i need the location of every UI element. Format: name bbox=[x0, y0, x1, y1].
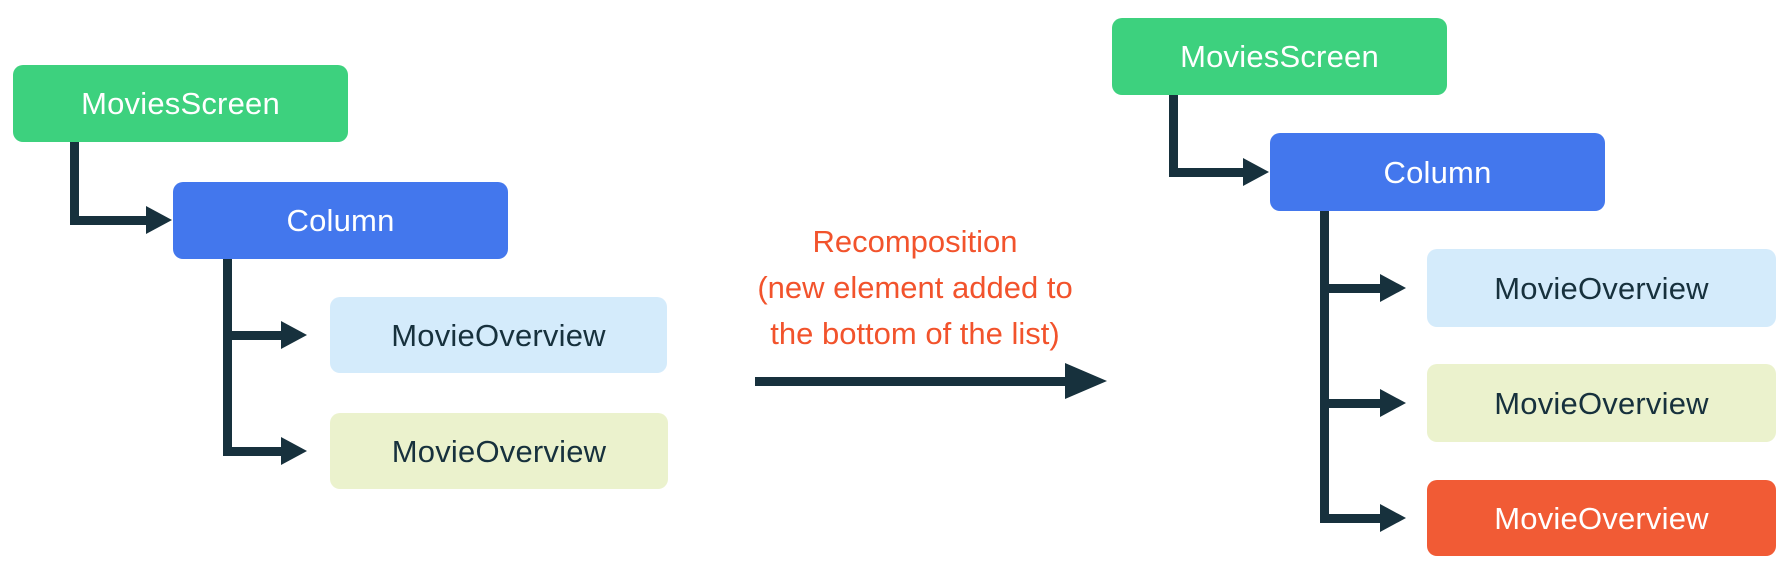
connector-branch bbox=[223, 331, 283, 340]
connector-branch bbox=[223, 447, 283, 456]
arrow-shaft bbox=[755, 377, 1067, 386]
connector-stem bbox=[223, 259, 232, 456]
node-right-movieoverview-2: MovieOverview bbox=[1427, 364, 1776, 442]
connector-stem bbox=[70, 142, 79, 225]
arrowhead-icon bbox=[1380, 274, 1406, 302]
node-right-movieoverview-1: MovieOverview bbox=[1427, 249, 1776, 327]
node-right-movieoverview-3-new: MovieOverview bbox=[1427, 480, 1776, 556]
arrowhead-icon bbox=[1380, 389, 1406, 417]
connector-stem bbox=[1169, 95, 1178, 176]
arrowhead-icon bbox=[281, 321, 307, 349]
node-right-moviesscreen: MoviesScreen bbox=[1112, 18, 1447, 95]
connector-branch bbox=[1169, 168, 1247, 177]
arrowhead-icon bbox=[1380, 504, 1406, 532]
connector-stem bbox=[1320, 211, 1329, 523]
arrowhead-icon bbox=[1065, 363, 1107, 399]
node-left-movieoverview-1: MovieOverview bbox=[330, 297, 667, 373]
node-left-column: Column bbox=[173, 182, 508, 259]
arrowhead-icon bbox=[1243, 158, 1269, 186]
connector-branch bbox=[1320, 514, 1382, 523]
node-right-column: Column bbox=[1270, 133, 1605, 211]
connector-branch bbox=[1320, 284, 1382, 293]
arrowhead-icon bbox=[146, 206, 172, 234]
recomposition-caption: Recomposition (new element added to the … bbox=[757, 224, 1073, 351]
node-left-moviesscreen: MoviesScreen bbox=[13, 65, 348, 142]
node-left-movieoverview-2: MovieOverview bbox=[330, 413, 668, 489]
arrowhead-icon bbox=[281, 437, 307, 465]
connector-branch bbox=[1320, 399, 1382, 408]
connector-branch bbox=[70, 216, 148, 225]
